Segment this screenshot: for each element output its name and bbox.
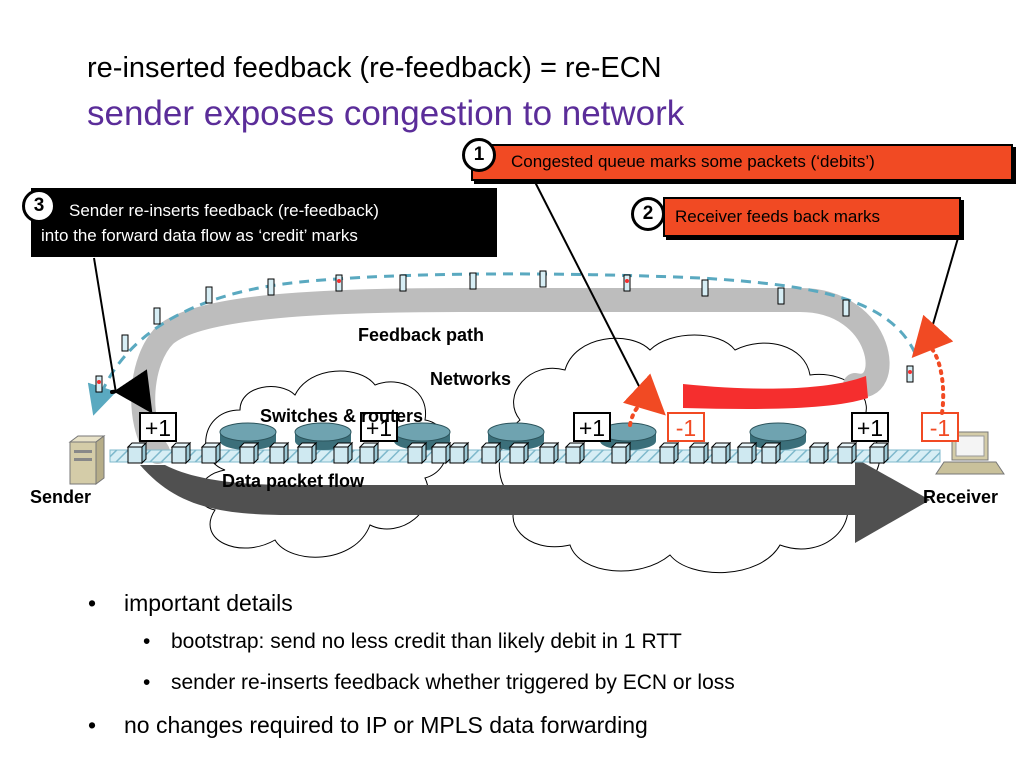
slide-subtitle: sender exposes congestion to network <box>87 94 685 133</box>
label-feedback-path: Feedback path <box>358 325 484 345</box>
cloud-icon-left <box>198 370 448 558</box>
callout-3-line-1: Sender re-inserts feedback (re-feedback) <box>69 201 379 220</box>
router-icons <box>219 422 807 450</box>
packet-icon <box>406 441 428 465</box>
label-sender: Sender <box>30 487 91 507</box>
credit-mark: +1 <box>360 412 398 442</box>
packet-icon <box>268 441 290 465</box>
bullet-text: bootstrap: send no less credit than like… <box>171 630 682 653</box>
callout-2-text: Receiver feeds back marks <box>675 207 881 226</box>
slide-title: re-inserted feedback (re-feedback) = re-… <box>87 52 662 84</box>
packet-icon <box>508 441 530 465</box>
credit-mark: +1 <box>851 412 889 442</box>
svg-text:+1: +1 <box>145 415 171 441</box>
packet-icon <box>808 441 830 465</box>
callout-1-text: Congested queue marks some packets (‘deb… <box>511 152 875 171</box>
debit-mark-arrow <box>622 373 666 427</box>
debit-mark: -1 <box>667 412 705 442</box>
packet-icon <box>358 441 380 465</box>
label-networks: Networks <box>430 369 511 389</box>
packet-icon <box>448 441 470 465</box>
packet-icon <box>564 441 586 465</box>
svg-text:+1: +1 <box>579 415 605 441</box>
credit-mark: +1 <box>573 412 611 442</box>
packet-icon <box>200 441 222 465</box>
bullet-glyph: • <box>143 671 151 694</box>
svg-text:-1: -1 <box>676 415 696 441</box>
bullet-text: important details <box>124 590 293 616</box>
router-icon <box>219 422 277 450</box>
label-receiver: Receiver <box>923 487 998 507</box>
bullet-glyph: • <box>88 590 97 616</box>
data-flow-arrow <box>140 458 930 543</box>
step-badge-3: 3 <box>22 189 56 223</box>
packet-icon <box>332 441 354 465</box>
packet-icon <box>836 441 858 465</box>
network-diagram: +1 +1 +1 -1 +1 -1 Feedback path Networks… <box>30 181 1005 574</box>
label-switches-routers: Switches & routers <box>260 406 423 426</box>
congestion-band <box>683 376 868 409</box>
label-data-packet-flow: Data packet flow <box>222 471 365 491</box>
credit-mark: +1 <box>139 412 177 442</box>
packet-icon <box>296 441 318 465</box>
svg-text:-1: -1 <box>930 415 950 441</box>
packet-icon <box>868 441 890 465</box>
router-icon <box>487 422 545 450</box>
server-icon <box>68 435 106 485</box>
packet-icon <box>430 441 452 465</box>
bullet-text: sender re-inserts feedback whether trigg… <box>171 671 735 694</box>
packet-icon <box>760 441 782 465</box>
credit-insert-arrow <box>110 369 153 414</box>
receiver-feedback-arrow <box>911 314 954 415</box>
packet-icon <box>538 441 560 465</box>
step-badge-1: 1 <box>462 138 496 172</box>
packet-icon <box>126 441 148 465</box>
packet-icon <box>658 441 680 465</box>
callout-2-pointer <box>928 237 959 339</box>
svg-text:+1: +1 <box>857 415 883 441</box>
svg-text:+1: +1 <box>366 415 392 441</box>
packet-icon <box>170 441 192 465</box>
packet-icon <box>238 441 260 465</box>
packet-icon <box>480 441 502 465</box>
step-badge-2: 2 <box>631 197 665 231</box>
callout-3-line-2: into the forward data flow as ‘credit’ m… <box>41 226 358 245</box>
packet-icon <box>736 441 758 465</box>
callout-receiver-feedback: Receiver feeds back marks <box>663 197 961 237</box>
packet-icon <box>610 441 632 465</box>
debit-mark: -1 <box>921 412 959 442</box>
data-packets <box>126 441 890 465</box>
callout-sender-reinsert: Sender re-inserts feedback (re-feedback)… <box>31 188 497 257</box>
packet-icon <box>710 441 732 465</box>
bullet-text: no changes required to IP or MPLS data f… <box>124 712 648 738</box>
bullet-glyph: • <box>143 630 151 653</box>
feedback-packet-marks <box>97 279 912 384</box>
callout-3-pointer <box>93 257 117 394</box>
bullet-glyph: • <box>88 712 97 738</box>
callout-1-pointer <box>534 181 643 393</box>
packet-icon <box>688 441 710 465</box>
callout-congested-queue: Congested queue marks some packets (‘deb… <box>471 144 1013 181</box>
